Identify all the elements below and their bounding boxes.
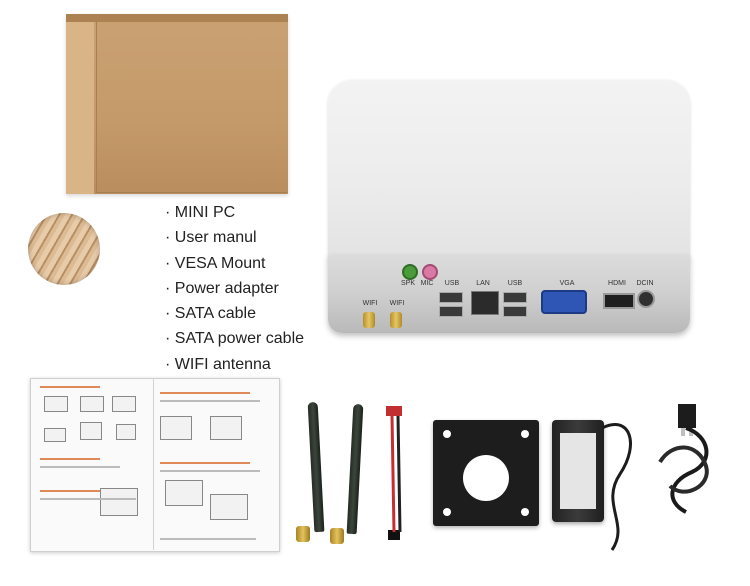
manual-text-line — [40, 466, 120, 468]
manual-text-line — [160, 462, 250, 464]
corrugated-cardboard-closeup — [28, 213, 100, 285]
manual-text-line — [40, 490, 100, 492]
port-label-vga: VGA — [559, 280, 575, 287]
manual-illustration — [210, 416, 242, 440]
manual-illustration — [116, 424, 136, 440]
port-label-mic: MIC — [420, 280, 434, 287]
port-label-dcin: DCIN — [636, 280, 654, 287]
vesa-mount-center — [463, 455, 509, 501]
manual-illustration — [100, 488, 138, 516]
list-item: · SATA power cable — [165, 330, 305, 348]
manual-text-line — [160, 400, 260, 402]
vesa-mount-hole — [521, 508, 529, 516]
list-item: · WIFI antenna — [165, 355, 271, 373]
manual-text-line — [40, 458, 100, 460]
wifi-antenna — [307, 401, 325, 533]
user-manual — [30, 378, 280, 552]
list-item: · Power adapter — [165, 279, 279, 297]
cardboard-box-side — [66, 14, 94, 194]
mic-jack-icon — [422, 264, 438, 280]
manual-illustration — [160, 416, 192, 440]
sata-cable — [386, 406, 402, 540]
power-adapter-label — [560, 433, 596, 509]
manual-text-line — [160, 470, 260, 472]
cardboard-box-edge — [66, 14, 288, 22]
list-item: · SATA cable — [165, 305, 256, 323]
dc-in-port-icon — [637, 290, 655, 308]
manual-text-line — [40, 386, 100, 388]
port-label-wifi: WIFI — [362, 300, 378, 307]
wifi-antenna — [346, 403, 364, 535]
antenna-connector — [330, 528, 344, 544]
manual-text-line — [160, 392, 250, 394]
manual-illustration — [44, 428, 66, 442]
wifi-antenna-port-icon — [390, 312, 402, 328]
vesa-mount-hole — [443, 508, 451, 516]
mini-pc-top — [328, 80, 690, 266]
cardboard-box — [66, 14, 288, 194]
cardboard-box-flap — [96, 20, 287, 193]
ethernet-port-icon — [471, 291, 499, 315]
port-label-usb: USB — [444, 280, 460, 287]
port-label-usb: USB — [507, 280, 523, 287]
port-label-wifi: WIFI — [389, 300, 405, 307]
list-item: · VESA Mount — [165, 254, 266, 272]
power-adapter-cable — [601, 423, 632, 551]
manual-illustration — [165, 480, 203, 506]
manual-text-line — [40, 498, 136, 500]
user-manual-fold — [153, 378, 154, 550]
vga-port-icon — [541, 290, 587, 314]
vesa-mount-hole — [443, 430, 451, 438]
usb-port-icon — [503, 292, 527, 303]
manual-illustration — [112, 396, 136, 412]
vesa-mount-hole — [521, 430, 529, 438]
manual-illustration — [210, 494, 248, 520]
antenna-connector — [296, 526, 310, 542]
list-item: · User manul — [165, 229, 257, 247]
speaker-jack-icon — [402, 264, 418, 280]
manual-illustration — [80, 422, 102, 440]
usb-port-icon — [439, 306, 463, 317]
port-label-lan: LAN — [476, 280, 490, 287]
manual-illustration — [80, 396, 104, 412]
manual-text-line — [160, 538, 256, 540]
port-label-spk: SPK — [400, 280, 415, 287]
package-contents-list: · MINI PC · User manul · VESA Mount · Po… — [165, 200, 304, 377]
port-label-hdmi: HDMI — [608, 280, 626, 287]
list-item: · MINI PC — [165, 204, 236, 221]
power-cord — [658, 404, 709, 514]
usb-port-icon — [503, 306, 527, 317]
manual-illustration — [44, 396, 68, 412]
hdmi-port-icon — [603, 293, 635, 309]
wifi-antenna-port-icon — [363, 312, 375, 328]
usb-port-icon — [439, 292, 463, 303]
